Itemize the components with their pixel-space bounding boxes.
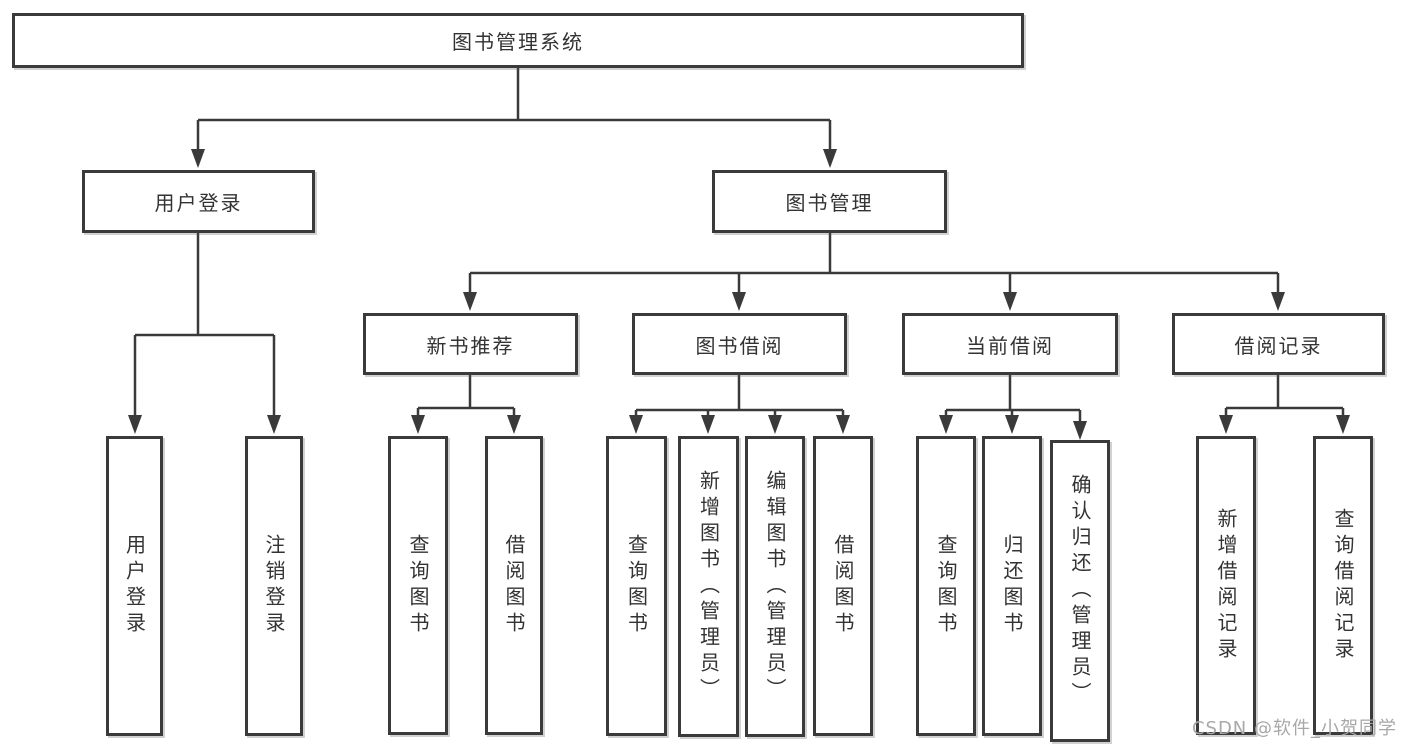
leaf-newrec-query-books: 查询图书: [388, 436, 448, 735]
node-user-login-label: 用户登录: [154, 191, 243, 215]
node-book-management: 图书管理: [712, 170, 947, 233]
leaf-records-query-record: 查询借阅记录: [1313, 436, 1373, 735]
leaf-newrec-borrow-books-label: 借阅图书: [502, 533, 526, 638]
node-user-login: 用户登录: [82, 170, 315, 233]
leaf-records-add-record-label: 新增借阅记录: [1214, 507, 1238, 664]
leaf-logout-label: 注销登录: [262, 534, 286, 638]
leaf-current-confirm-return-admin-label: 确认归还（管理员）: [1068, 474, 1092, 708]
leaf-user-login: 用户登录: [106, 436, 163, 736]
node-book-borrow-label: 图书借阅: [695, 333, 784, 358]
node-current-borrow: 当前借阅: [902, 313, 1118, 375]
node-root-label: 图书管理系统: [452, 30, 584, 54]
leaf-borrow-edit-books-admin-label: 编辑图书（管理员）: [763, 469, 787, 704]
leaf-borrow-query-books: 查询图书: [606, 436, 667, 736]
leaf-logout: 注销登录: [245, 436, 303, 736]
leaf-current-confirm-return-admin: 确认归还（管理员）: [1050, 440, 1110, 742]
leaf-records-query-record-label: 查询借阅记录: [1331, 507, 1355, 664]
leaf-current-query-books-label: 查询图书: [934, 534, 958, 638]
node-book-management-label: 图书管理: [785, 191, 874, 215]
leaf-newrec-query-books-label: 查询图书: [406, 533, 430, 638]
leaf-borrow-add-books-admin-label: 新增图书（管理员）: [696, 469, 721, 704]
node-current-borrow-label: 当前借阅: [966, 333, 1054, 358]
leaf-borrow-edit-books-admin: 编辑图书（管理员）: [745, 436, 805, 737]
node-new-book-recommend: 新书推荐: [363, 313, 578, 375]
leaf-borrow-borrow-books-label: 借阅图书: [831, 534, 855, 638]
leaf-borrow-borrow-books: 借阅图书: [813, 436, 873, 736]
leaf-borrow-add-books-admin: 新增图书（管理员）: [678, 436, 739, 737]
leaf-records-add-record: 新增借阅记录: [1196, 436, 1256, 735]
leaf-newrec-borrow-books: 借阅图书: [485, 436, 543, 735]
leaf-current-return-books-label: 归还图书: [1000, 534, 1024, 638]
leaf-user-login-label: 用户登录: [122, 534, 147, 638]
leaf-borrow-query-books-label: 查询图书: [624, 534, 649, 638]
node-root: 图书管理系统: [12, 13, 1024, 68]
node-new-book-recommend-label: 新书推荐: [426, 333, 515, 358]
watermark: CSDN @软件_小贺同学: [1191, 718, 1397, 739]
node-borrow-records: 借阅记录: [1172, 313, 1385, 375]
leaf-current-return-books: 归还图书: [982, 436, 1042, 736]
leaf-current-query-books: 查询图书: [916, 436, 976, 736]
node-borrow-records-label: 借阅记录: [1234, 333, 1323, 358]
node-book-borrow: 图书借阅: [632, 313, 847, 375]
